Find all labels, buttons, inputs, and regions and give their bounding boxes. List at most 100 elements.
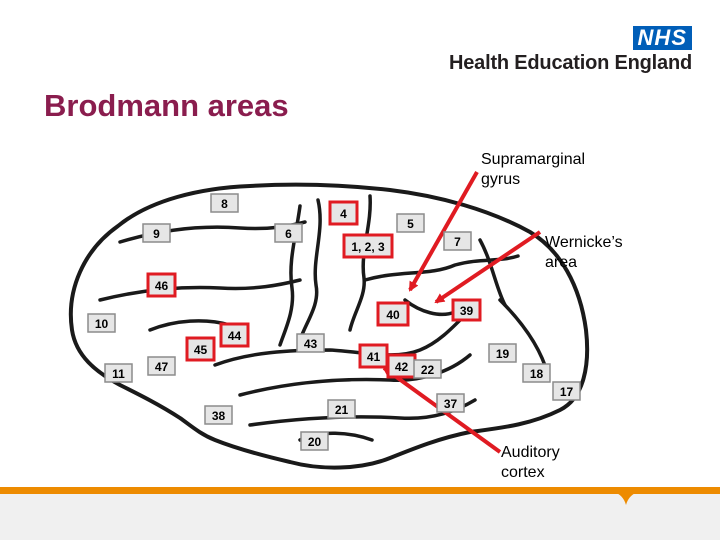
area-box-label: 43: [304, 337, 318, 351]
supramarginal-arrow: [408, 171, 479, 292]
parietooccipital-sulcus: [478, 238, 507, 307]
area-box: 20: [300, 431, 329, 451]
area-box: 22: [413, 359, 442, 379]
area-box-label: 20: [308, 435, 322, 449]
nhs-logo-mark: NHS: [632, 26, 692, 50]
area-box-frame: [413, 359, 442, 379]
area-box-frame: [376, 301, 410, 327]
area-box-label: 5: [407, 217, 414, 231]
callout-line: Wernicke’s: [545, 234, 623, 251]
area-box-frame: [296, 333, 325, 353]
area-box-frame: [104, 363, 133, 383]
area-box: 7: [443, 231, 472, 251]
callout-line: Supramarginal: [481, 151, 586, 168]
area-box: 18: [522, 363, 551, 383]
area-box: 21: [327, 399, 356, 419]
callout-line: Auditory: [501, 444, 560, 461]
area-box-frame: [488, 343, 517, 363]
area-box-label: 19: [496, 347, 510, 361]
area-box-label: 42: [395, 360, 409, 374]
footer-band: [0, 494, 720, 540]
area-box: 44: [219, 322, 250, 348]
area-box-frame: [396, 213, 425, 233]
area-box-frame: [142, 223, 171, 243]
area-box-label: 6: [285, 227, 292, 241]
footer-notch-icon: [614, 492, 638, 505]
area-box: 47: [147, 356, 176, 376]
area-box-frame: [522, 363, 551, 383]
area-box: 37: [436, 393, 465, 413]
callout-supramarginal-gyrus: Supramarginal gyrus: [481, 150, 585, 190]
area-box-label: 46: [155, 279, 169, 293]
area-box-frame: [185, 336, 216, 362]
area-box-frame: [87, 313, 116, 333]
area-box-frame: [328, 200, 359, 226]
area-box: 41: [358, 343, 389, 369]
area-box-label: 17: [560, 385, 574, 399]
inferior-frontal-sulcus: [98, 278, 302, 302]
area-box-label: 47: [155, 360, 169, 374]
area-box-label: 9: [153, 227, 160, 241]
area-box-frame: [436, 393, 465, 413]
area-box-frame: [451, 298, 482, 322]
organization-name: Health Education England: [449, 52, 692, 74]
area-box: 11: [104, 363, 133, 383]
area-box: 43: [296, 333, 325, 353]
area-box: 6: [274, 223, 303, 243]
area-box: 17: [552, 381, 581, 401]
callout-line: area: [545, 254, 578, 271]
area-box-label: 8: [221, 197, 228, 211]
callout-auditory-cortex: Auditory cortex: [501, 443, 560, 483]
wernicke-arrow: [434, 230, 542, 304]
area-box: 39: [451, 298, 482, 322]
area-box-label: 22: [421, 363, 435, 377]
area-box-frame: [443, 231, 472, 251]
area-box-label: 11: [112, 367, 125, 381]
central-sulcus: [298, 198, 322, 342]
area-box-frame: [147, 356, 176, 376]
area-box-frame: [204, 405, 233, 425]
area-box: 9: [142, 223, 171, 243]
area-box: 38: [204, 405, 233, 425]
area-box-frame: [342, 233, 394, 259]
area-box-label: 37: [444, 397, 458, 411]
area-box-label: 44: [228, 329, 242, 343]
area-box-frame: [274, 223, 303, 243]
callout-line: gyrus: [481, 171, 521, 188]
area-box: 1, 2, 3: [342, 233, 394, 259]
area-box-frame: [327, 399, 356, 419]
area-box-label: 39: [460, 304, 474, 318]
area-box-label: 18: [530, 367, 544, 381]
area-box-frame: [300, 431, 329, 451]
area-box-label: 45: [194, 343, 208, 357]
area-box-frame: [552, 381, 581, 401]
area-box: 4: [328, 200, 359, 226]
area-box: 45: [185, 336, 216, 362]
area-box-frame: [146, 272, 177, 298]
area-box: 10: [87, 313, 116, 333]
area-box: 5: [396, 213, 425, 233]
postcentral-sulcus: [348, 194, 372, 332]
area-box: 46: [146, 272, 177, 298]
area-box-label: 10: [95, 317, 109, 331]
area-box-label: 1, 2, 3: [351, 240, 385, 254]
area-box-label: 38: [212, 409, 226, 423]
area-boxes: 8 4 9 6 5 1, 2, 3 7 46 10 40 39 44 45 43…: [87, 193, 581, 451]
footer-accent-bar: [0, 487, 720, 494]
callout-wernickes-area: Wernicke’s area: [545, 233, 623, 273]
area-box: 42: [386, 353, 417, 379]
superior-temporal-sulcus: [238, 353, 472, 397]
area-box-label: 40: [386, 308, 400, 322]
area-box-frame: [210, 193, 239, 213]
callout-line: cortex: [501, 464, 545, 481]
area-box-frame: [219, 322, 250, 348]
area-box: 8: [210, 193, 239, 213]
area-box: 19: [488, 343, 517, 363]
slide-title: Brodmann areas: [44, 88, 289, 123]
area-box-label: 7: [454, 235, 461, 249]
area-box-label: 41: [367, 350, 381, 364]
area-box-label: 21: [335, 403, 349, 417]
nhs-logo: NHS Health Education England: [449, 26, 692, 75]
area-box-label: 4: [340, 207, 347, 221]
